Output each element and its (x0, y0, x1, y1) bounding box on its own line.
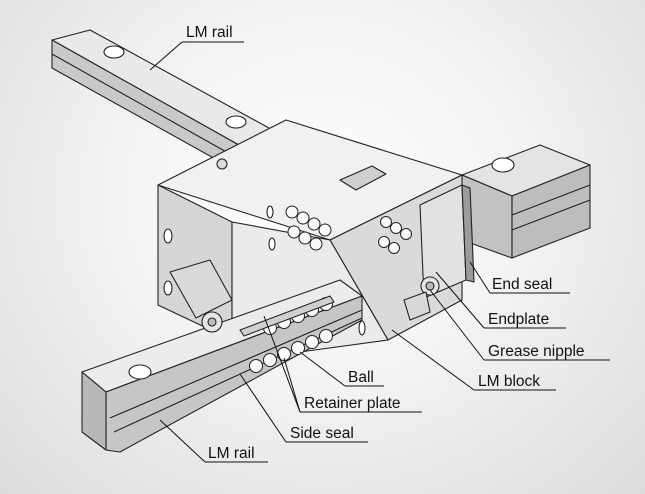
block-side-hole (163, 228, 173, 244)
endplate-assembly (403, 184, 475, 321)
block-side-hole (268, 237, 276, 251)
label-grease-nipple: Grease nipple (488, 343, 585, 360)
label-ball: Ball (348, 369, 374, 386)
ball (318, 223, 332, 237)
block-side-hole (266, 205, 274, 219)
ball (298, 231, 312, 245)
rail-mount-hole (128, 364, 152, 380)
block-side-hole (358, 320, 366, 336)
lm-rail-bottom (81, 279, 363, 453)
ball (249, 359, 263, 373)
ball (378, 236, 390, 248)
block-side-hole (163, 280, 173, 296)
ball (263, 353, 277, 367)
block-screw-head (216, 158, 228, 170)
ball (307, 217, 321, 231)
rail-mount-hole (225, 115, 247, 129)
label-lm-rail-bottom: LM rail (208, 445, 255, 462)
ball (305, 335, 319, 349)
ball (291, 341, 305, 355)
lm-rail-top-right-end (511, 164, 591, 259)
ball (400, 228, 412, 240)
label-end-seal: End seal (492, 276, 552, 293)
ball (277, 347, 291, 361)
label-lm-block: LM block (478, 373, 540, 390)
grease-nipple-body (403, 291, 431, 321)
ball (285, 205, 299, 219)
label-endplate: Endplate (488, 311, 549, 328)
label-side-seal: Side seal (290, 425, 354, 442)
retainer-plate (239, 295, 335, 337)
grease-nipple-left (169, 259, 233, 333)
ball (390, 222, 402, 234)
ball (319, 329, 333, 343)
lm-rail-bottom-end (81, 371, 107, 451)
label-retainer-plate: Retainer plate (304, 395, 401, 412)
rail-mount-hole (491, 157, 515, 173)
ball (309, 237, 323, 251)
rail-mount-hole (103, 45, 125, 59)
lm-block-top-groove (339, 165, 387, 191)
ball (388, 242, 400, 254)
leader-lines (149, 41, 610, 463)
grease-nipple-inner (425, 281, 435, 291)
lm-rail-top (51, 29, 591, 259)
ball (287, 225, 301, 239)
ball (296, 211, 310, 225)
end-seal (461, 184, 475, 283)
ball (380, 216, 392, 228)
ball-row-upper (285, 205, 412, 254)
label-lm-rail-top: LM rail (186, 24, 233, 41)
